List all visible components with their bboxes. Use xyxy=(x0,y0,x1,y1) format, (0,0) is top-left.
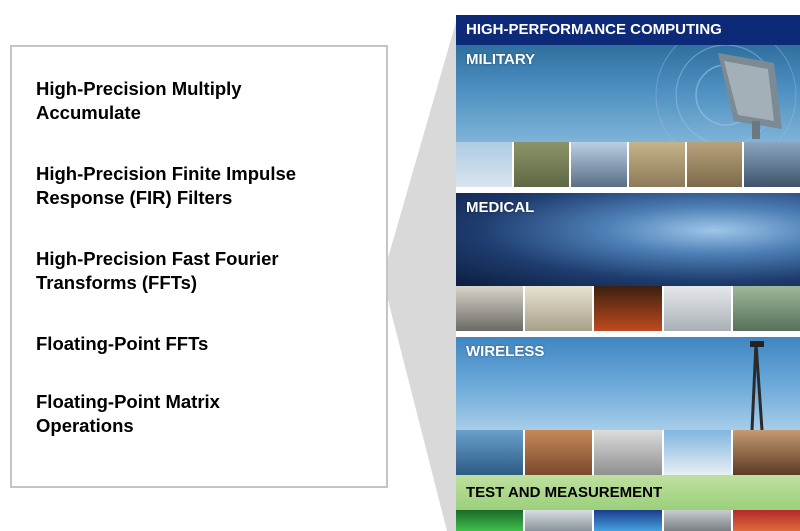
smartphone-user-image xyxy=(732,430,800,475)
cell-tower-icon xyxy=(750,341,764,431)
wireless-banner-image xyxy=(456,337,800,431)
drone-image xyxy=(456,142,514,187)
section-test-measurement: TEST AND MEASUREMENT xyxy=(456,475,800,531)
tank-image xyxy=(629,142,687,187)
wireless-thumbnails xyxy=(456,430,800,475)
feature-item-mac: High-Precision Multiply Accumulate xyxy=(36,78,242,123)
hospital-room-image xyxy=(732,286,800,331)
humvee-image xyxy=(686,142,745,187)
scanner-image xyxy=(663,286,733,331)
ships-image xyxy=(571,142,630,187)
feature-list-panel: High-Precision Multiply Accumulate High-… xyxy=(10,45,388,488)
monitor-image xyxy=(525,286,595,331)
laptop-user-image xyxy=(525,430,595,475)
phone-user-image xyxy=(456,430,526,475)
instrument-image xyxy=(525,510,595,531)
feature-item-fft: High-Precision Fast Fourier Transforms (… xyxy=(36,248,279,293)
medical-banner-image xyxy=(456,193,800,286)
feature-item-floating-fft: Floating-Point FFTs xyxy=(36,333,209,354)
section-medical: MEDICAL xyxy=(456,193,800,331)
mobile-user-image xyxy=(663,430,733,475)
section-label-military: MILITARY xyxy=(466,51,536,68)
military-thumbnails xyxy=(456,142,800,187)
feature-item-fir: High-Precision Finite Impulse Response (… xyxy=(36,163,297,208)
section-label-wireless: WIRELESS xyxy=(466,343,545,360)
oscilloscope-image xyxy=(456,510,526,531)
column-header: HIGH-PERFORMANCE COMPUTING xyxy=(456,15,800,45)
analyzer-image xyxy=(663,510,733,531)
feature-item-matrix: Floating-Point Matrix Operations xyxy=(36,391,220,436)
jet-image xyxy=(744,142,800,187)
medical-thumbnails xyxy=(456,286,800,331)
test-thumbnails xyxy=(456,510,800,531)
medical-device-image xyxy=(456,286,526,331)
test-banner-image xyxy=(456,475,800,510)
soldier-image xyxy=(513,142,572,187)
application-column: HIGH-PERFORMANCE COMPUTING MILITARY MEDI xyxy=(456,0,800,531)
section-label-medical: MEDICAL xyxy=(466,199,535,216)
section-military: MILITARY xyxy=(456,45,800,187)
handheld-device-image xyxy=(594,430,664,475)
equipment-image xyxy=(732,510,800,531)
waveform-image xyxy=(594,510,664,531)
section-wireless: WIRELESS xyxy=(456,337,800,475)
ultrasound-image xyxy=(594,286,664,331)
section-label-test: TEST AND MEASUREMENT xyxy=(466,484,663,501)
